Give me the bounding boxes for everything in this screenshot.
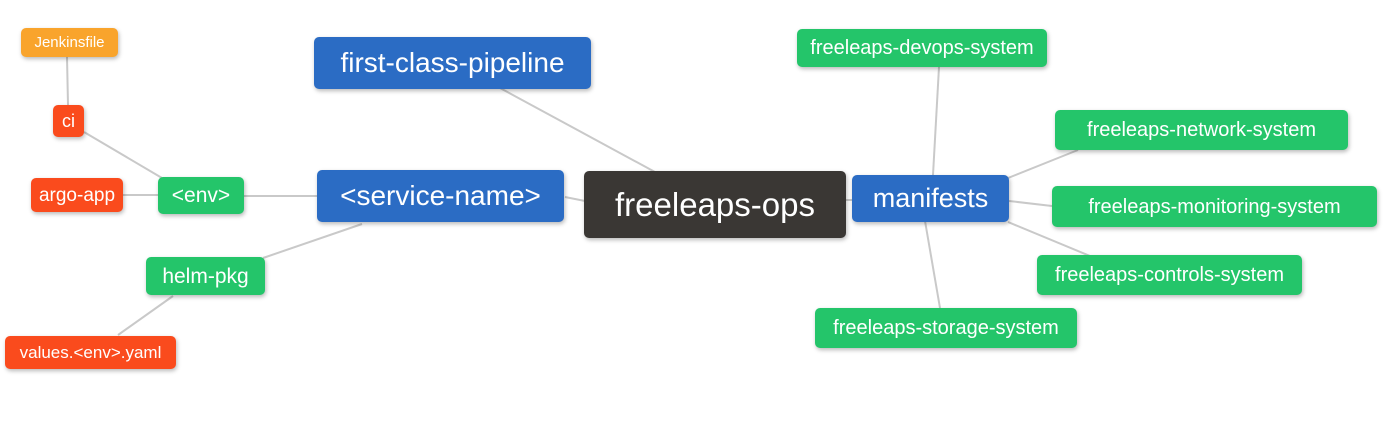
edge-manifests-network (1007, 149, 1079, 179)
node-values-yaml[interactable]: values.<env>.yaml (5, 336, 176, 369)
edge-helm-pkg-values-yaml (117, 295, 174, 336)
edge-manifests-controls (1007, 221, 1091, 257)
edge-manifests-devops (932, 66, 940, 176)
edge-manifests-storage (924, 220, 941, 309)
node-service-name[interactable]: <service-name> (317, 170, 564, 222)
node-freeleaps-monitoring-system[interactable]: freeleaps-monitoring-system (1052, 186, 1377, 227)
node-ci[interactable]: ci (53, 105, 84, 137)
node-manifests[interactable]: manifests (852, 175, 1009, 222)
node-env[interactable]: <env> (158, 177, 244, 214)
node-freeleaps-devops-system[interactable]: freeleaps-devops-system (797, 29, 1047, 67)
node-jenkinsfile[interactable]: Jenkinsfile (21, 28, 118, 57)
node-freeleaps-controls-system[interactable]: freeleaps-controls-system (1037, 255, 1302, 295)
node-freeleaps-network-system[interactable]: freeleaps-network-system (1055, 110, 1348, 150)
edge-ops-first-class-pipeline (499, 87, 656, 173)
node-freeleaps-ops[interactable]: freeleaps-ops (584, 171, 846, 238)
node-freeleaps-storage-system[interactable]: freeleaps-storage-system (815, 308, 1077, 348)
node-helm-pkg[interactable]: helm-pkg (146, 257, 265, 295)
node-argo-app[interactable]: argo-app (31, 178, 123, 212)
edge-manifests-monitoring (1008, 200, 1053, 207)
node-first-class-pipeline[interactable]: first-class-pipeline (314, 37, 591, 89)
edge-ci-jenkinsfile (66, 56, 69, 106)
edge-service-name-helm-pkg (262, 223, 363, 259)
edge-ops-service-name (564, 196, 586, 202)
edge-env-ci (83, 131, 163, 179)
